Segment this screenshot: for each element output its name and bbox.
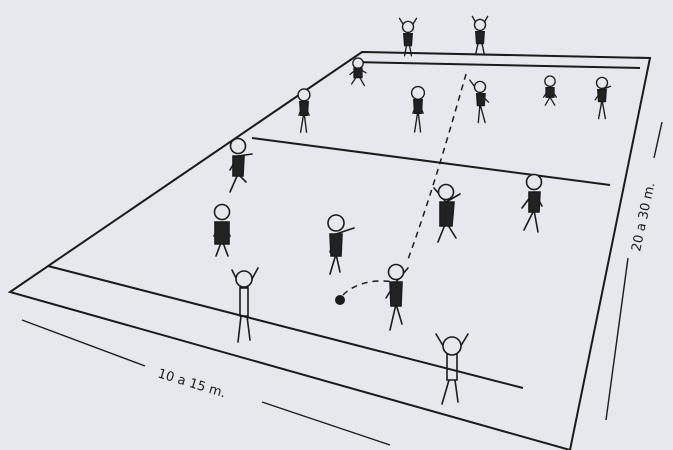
- ball: [335, 295, 345, 305]
